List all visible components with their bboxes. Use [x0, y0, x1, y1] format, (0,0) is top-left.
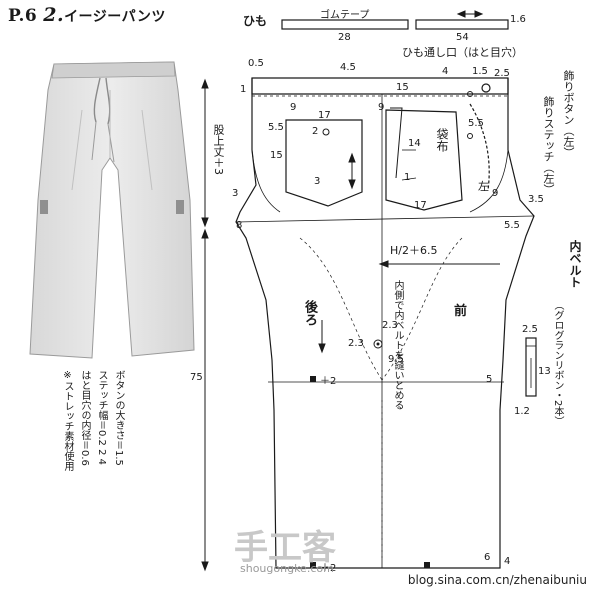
measure-1-5: 1.5	[472, 66, 488, 77]
measure-5-5-c: 5.5	[468, 118, 484, 129]
deco-button	[481, 83, 491, 93]
measure-2-5: 2.5	[494, 68, 510, 79]
page-number: P.6	[8, 6, 38, 26]
rise-label: 股上丈＋3	[212, 124, 225, 175]
measure-3-b: 3	[232, 188, 239, 199]
brand-watermark: 手工客	[234, 528, 336, 568]
front-label: 前	[454, 304, 468, 319]
deco-stitch	[469, 103, 490, 191]
tie-width: 1.6	[510, 14, 526, 25]
back-button-mark	[322, 128, 330, 136]
elastic-label: ゴムテープ	[320, 10, 370, 21]
deco-button-label: 飾りボタン（左）	[562, 70, 575, 158]
measure-6: 6	[484, 552, 491, 563]
item-number: 2.	[43, 4, 65, 26]
measure-2-3-b: 2.3	[348, 338, 364, 349]
brand-url-watermark: shougongke.com	[240, 562, 334, 575]
measure-4-b: 4	[504, 556, 511, 567]
note-button-size: ボタンの大きさ＝1.5	[113, 370, 124, 466]
measure-15-a: 15	[270, 150, 283, 161]
inner-belt-sew-label: 内側で内ベルトを縫いとめる	[392, 280, 403, 410]
hem-mark	[310, 562, 316, 568]
knee-mark	[310, 376, 316, 382]
note-stitch-width: ステッチ幅＝0.2 2 4	[96, 370, 107, 465]
measure-5-5-b: 5.5	[504, 220, 520, 231]
inner-belt-label: 内ベルト	[568, 240, 582, 288]
pocket-bag-label: 袋布	[435, 128, 449, 152]
deco-stitch-label: 飾りステッチ（左）	[542, 96, 555, 195]
tie-strip-elastic	[281, 19, 409, 30]
blog-url: blog.sina.com.cn/zhenaibuniu	[407, 573, 587, 587]
measure-3-5: 3.5	[528, 194, 544, 205]
front-crotch	[469, 149, 509, 213]
measure-4-5: 4.5	[340, 62, 356, 73]
hem-mark-right	[424, 562, 430, 568]
inner-belt	[525, 337, 537, 397]
measure-4-a: 4	[442, 66, 449, 77]
back-label: 後ろ	[302, 300, 317, 326]
measure-17-b: 17	[414, 200, 427, 211]
left-label: 左	[478, 180, 489, 193]
hem-plus2: ＋2	[320, 563, 337, 574]
measure-1-b: 1	[404, 172, 411, 183]
item-title: イージーパンツ	[64, 9, 166, 25]
note-stretch-fabric: ※ストレッチ素材使用	[62, 370, 73, 471]
hip-line	[235, 215, 535, 223]
note-eyelet-diameter: はと目穴の内径＝0.6	[79, 370, 90, 466]
measure-8: 8	[236, 220, 243, 231]
length-label: 75	[190, 372, 203, 383]
tie-strip-cord	[415, 19, 509, 30]
measure-2-3-a: 2.3	[382, 320, 398, 331]
measure-9-c: 9	[492, 188, 499, 199]
measure-1-a: 1	[240, 84, 247, 95]
measure-0-5: 0.5	[248, 58, 264, 69]
measure-belt-13: 13	[538, 366, 551, 377]
measure-15-b: 15	[396, 82, 409, 93]
measure-5: 5	[486, 374, 493, 385]
front-pocket-bag	[385, 109, 463, 211]
measure-9-5: 9.5	[388, 354, 404, 365]
tie-label: ひも	[243, 14, 268, 28]
eyelet-left	[467, 91, 473, 97]
hip-label: H/2＋6.5	[390, 244, 438, 257]
back-crotch	[251, 149, 281, 213]
measure-17-a: 17	[318, 110, 331, 121]
pants-illustration	[29, 61, 195, 359]
eyelet-right	[467, 133, 473, 139]
measure-9-b: 9	[378, 102, 385, 113]
cord-hole-label: ひも通し口（はと目穴）	[402, 46, 523, 59]
measure-belt-2-5: 2.5	[522, 324, 538, 335]
measure-3-a: 3	[314, 176, 321, 187]
measure-2: 2	[312, 126, 319, 137]
tie-length-28: 28	[338, 32, 351, 43]
knee-plus2: ＋2	[320, 376, 337, 387]
measure-14: 14	[408, 138, 421, 149]
belt-tack-mark	[373, 339, 383, 349]
back-pocket	[285, 119, 363, 207]
front-pocket-opening	[390, 107, 403, 179]
measure-9-a: 9	[290, 102, 297, 113]
measure-belt-1-2: 1.2	[514, 406, 530, 417]
inner-belt-sub-label: （グログランリボン・2本）	[552, 300, 563, 427]
tie-length-54: 54	[456, 32, 469, 43]
measure-5-5-a: 5.5	[268, 122, 284, 133]
